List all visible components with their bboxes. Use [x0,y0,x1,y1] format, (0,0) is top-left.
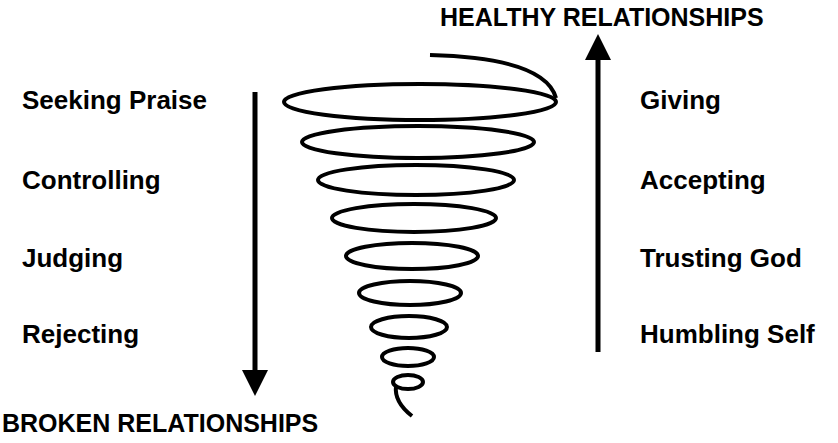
spiral-loop [302,126,534,158]
spiral [284,55,556,416]
arrow-head [585,34,611,60]
upward-step-label: Accepting [640,166,766,195]
arrow-shaft [596,58,601,352]
spiral-loop [284,84,556,120]
arrow-shaft [253,92,258,372]
arrow-head [242,370,268,396]
downward-step-label: Controlling [22,166,161,195]
upward-step-label: Trusting God [640,244,802,273]
heading-label: HEALTHY RELATIONSHIPS [440,4,764,32]
downward-step-label: Judging [22,244,123,273]
spiral-loop [371,316,447,338]
up-arrow [585,34,611,352]
spiral-loop [318,165,514,195]
down-arrow [242,92,268,396]
downward-step-label: Rejecting [22,320,139,349]
spiral-loop [332,204,496,232]
upward-step-label: Humbling Self [640,320,815,349]
downward-step-label: Seeking Praise [22,86,207,115]
upward-step-label: Giving [640,86,721,115]
spiral-loop [346,243,478,269]
heading-label: BROKEN RELATIONSHIPS [2,410,318,438]
spiral-tail-bottom [396,386,412,416]
spiral-loop [382,348,434,366]
spiral-loop [359,281,461,305]
